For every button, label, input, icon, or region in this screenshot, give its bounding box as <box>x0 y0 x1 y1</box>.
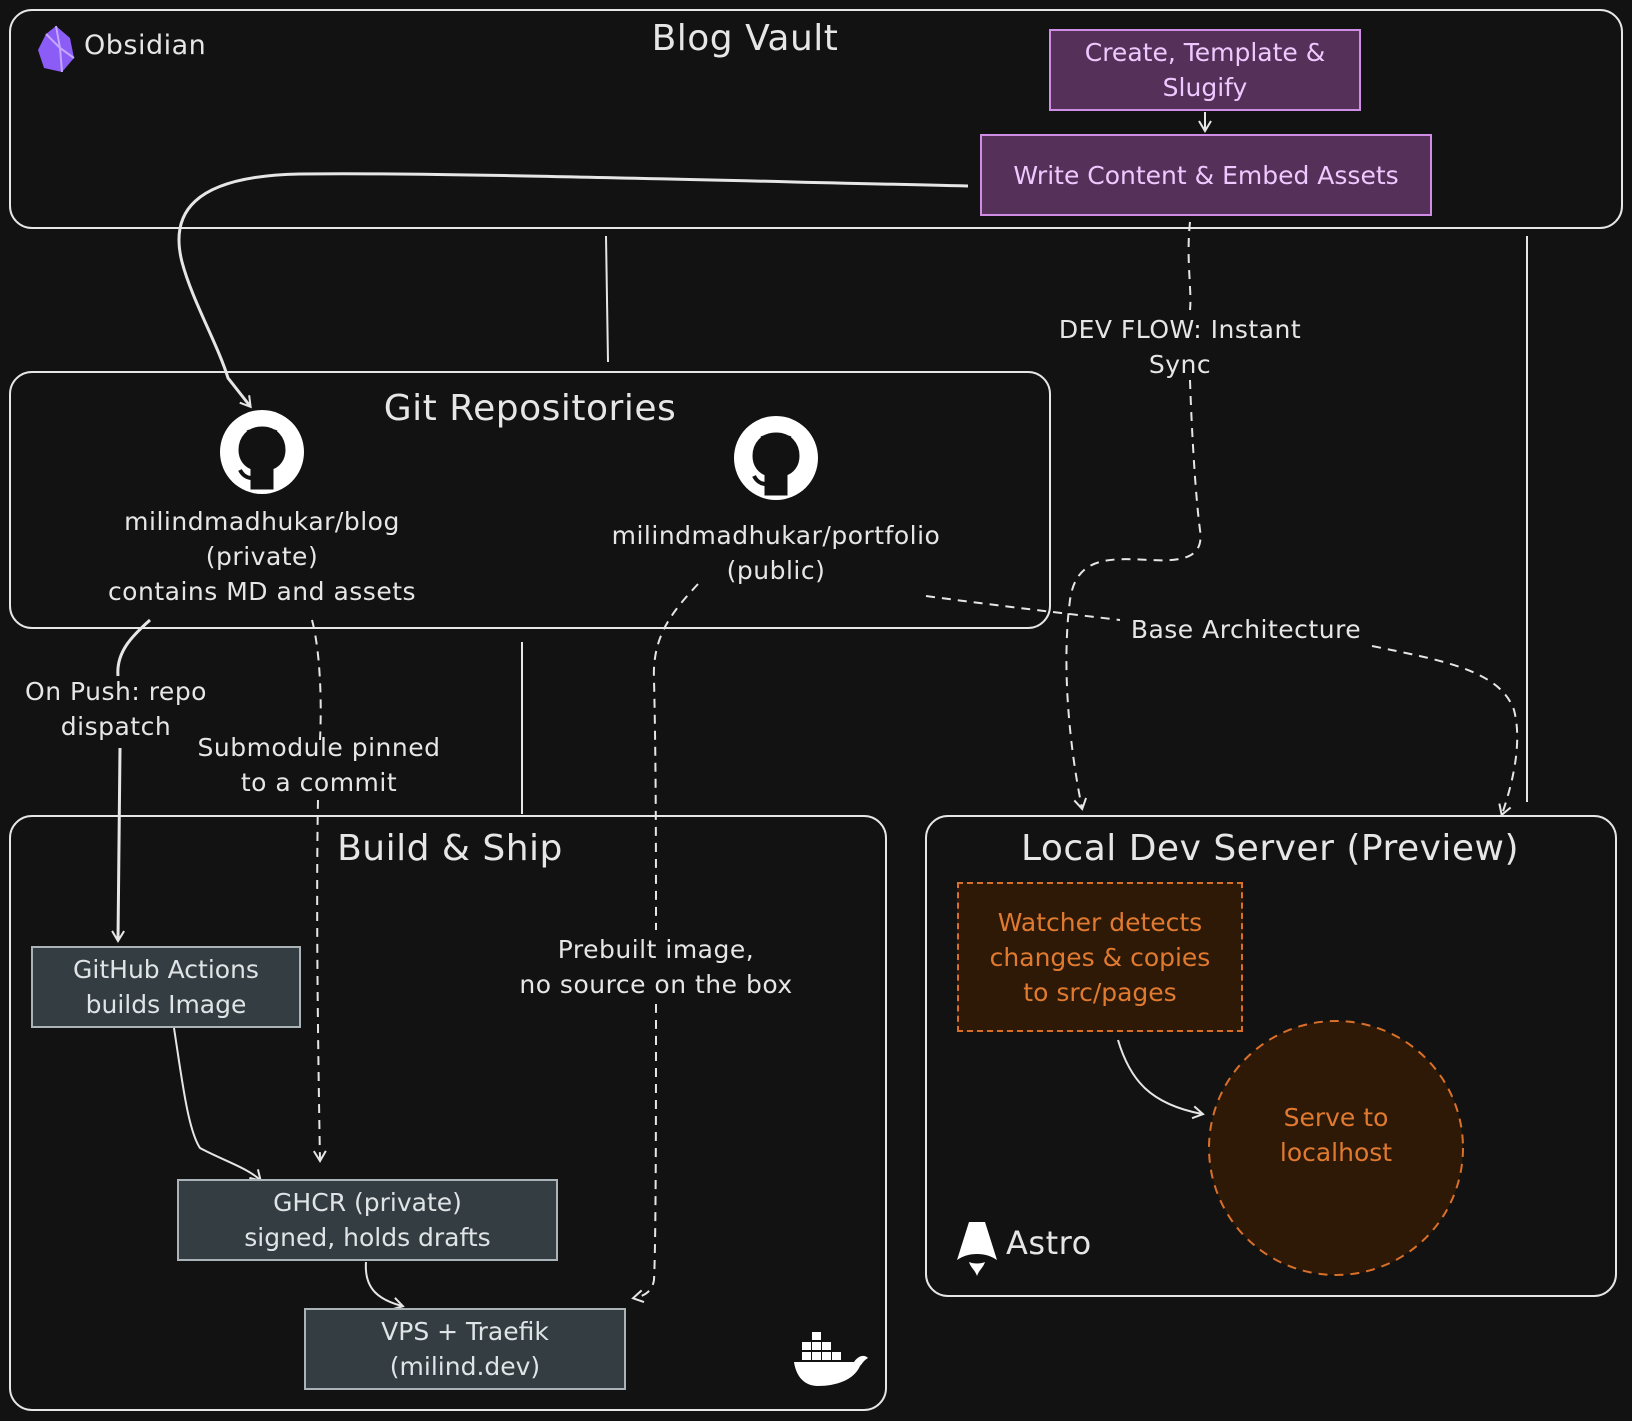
obsidian-logo-icon <box>36 24 76 74</box>
base-architecture-label: Base Architecture <box>1130 615 1362 644</box>
serve-node-shape <box>1208 1020 1464 1276</box>
repo-blog-label: milindmadhukar/blog (private) contains M… <box>107 507 417 606</box>
blog-vault-title: Blog Vault <box>651 18 839 59</box>
build-ship-frame <box>9 815 887 1411</box>
github-actions-node: GitHub Actions builds Image <box>31 946 301 1028</box>
local-dev-frame <box>925 815 1617 1297</box>
vps-traefik-node: VPS + Traefik (milind.dev) <box>304 1308 626 1390</box>
watcher-node: Watcher detects changes & copies to src/… <box>957 882 1243 1032</box>
github-icon <box>218 408 306 496</box>
create-template-node: Create, Template & Slugify <box>1049 29 1361 111</box>
repo-portfolio-label: milindmadhukar/portfolio (public) <box>611 521 941 585</box>
dashed-arrow-base-architecture <box>925 595 1519 814</box>
git-repos-frame <box>9 371 1051 629</box>
arrow-write-to-blog-repo <box>177 172 969 409</box>
blog-vault-frame <box>9 9 1623 229</box>
arrow-watcher-to-serve <box>1117 1039 1205 1120</box>
docker-whale-icon <box>792 1328 868 1388</box>
dashed-arrow-dev-flow <box>1065 221 1202 808</box>
dashed-arrow-prebuilt <box>634 583 699 1298</box>
dev-flow-label: DEV FLOW: Instant Sync <box>1058 315 1302 379</box>
arrow-blog-repo-to-actions <box>118 618 151 940</box>
on-push-label: On Push: repo dispatch <box>25 677 207 741</box>
arrow-ghcr-to-vps <box>364 1261 405 1311</box>
astro-logo-icon <box>955 1220 999 1276</box>
build-ship-title: Build & Ship <box>337 828 563 869</box>
prebuilt-image-label: Prebuilt image, no source on the box <box>519 935 793 999</box>
vault-to-repos-line <box>605 235 609 363</box>
github-icon <box>732 414 820 502</box>
local-dev-title: Local Dev Server (Preview) <box>1020 828 1520 869</box>
obsidian-brand-label: Obsidian <box>84 30 207 61</box>
astro-brand-label: Astro <box>1006 1224 1092 1262</box>
arrow-actions-to-ghcr <box>173 1027 263 1183</box>
dashed-arrow-submodule <box>312 619 321 1160</box>
serve-localhost-label: Serve to localhost <box>1279 1103 1393 1167</box>
write-content-node: Write Content & Embed Assets <box>980 134 1432 216</box>
git-repos-title: Git Repositories <box>383 388 677 429</box>
ghcr-node: GHCR (private) signed, holds drafts <box>177 1179 558 1261</box>
submodule-label: Submodule pinned to a commit <box>197 733 441 797</box>
